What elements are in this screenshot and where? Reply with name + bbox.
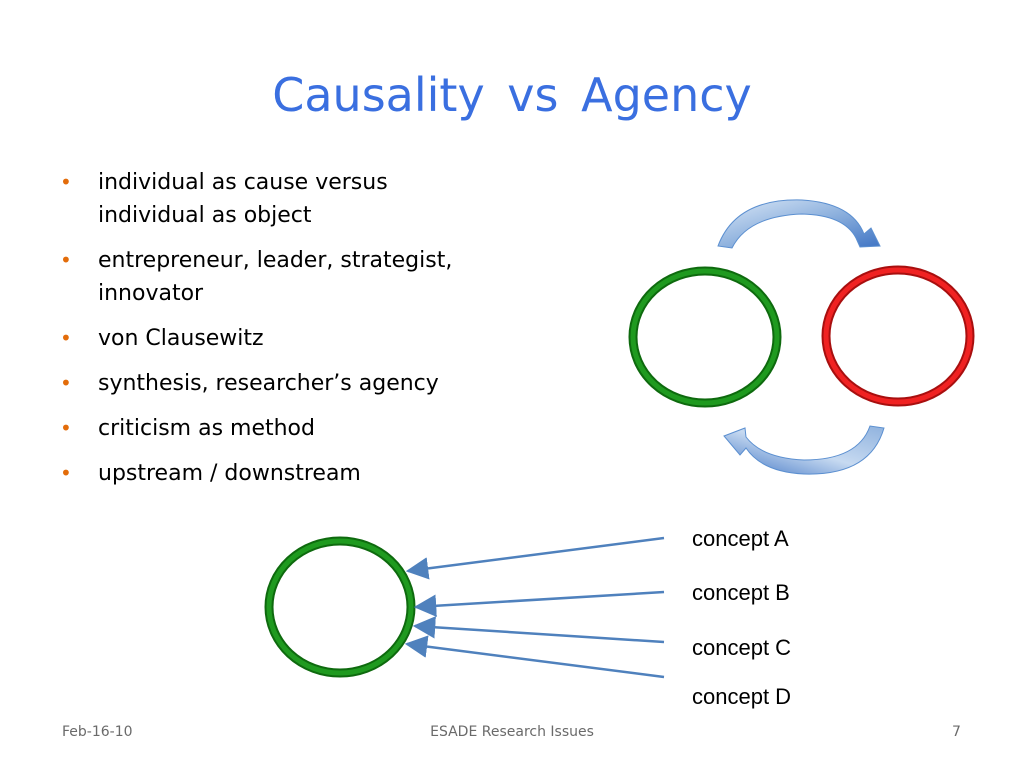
red-ring	[821, 265, 975, 407]
bullet-icon: •	[60, 461, 72, 485]
arrow-concept-a	[405, 536, 665, 580]
bullet-icon: •	[60, 326, 72, 350]
bullet-list: • individual as cause versus individual …	[60, 166, 480, 502]
curved-arrow-top	[717, 199, 881, 249]
bullet-icon: •	[60, 416, 72, 440]
green-ring-bottom	[264, 536, 416, 678]
arrow-concept-b	[413, 590, 665, 618]
bullet-text: entrepreneur, leader, strategist, innova…	[98, 248, 453, 306]
footer-page-number: 7	[952, 724, 961, 740]
green-ring-top	[628, 266, 782, 408]
bullet-text: criticism as method	[98, 416, 315, 441]
curved-arrow-bottom	[723, 425, 885, 475]
bullet-icon: •	[60, 371, 72, 395]
footer-date: Feb-16-10	[62, 724, 133, 740]
bullet-item: • criticism as method	[60, 412, 480, 445]
concept-label-c: concept C	[692, 635, 792, 660]
concept-label-b: concept B	[692, 580, 790, 605]
bullet-text: von Clausewitz	[98, 326, 264, 351]
bullet-text: upstream / downstream	[98, 461, 361, 486]
bullet-item: • synthesis, researcher’s agency	[60, 367, 480, 400]
bullet-text: individual as cause versus individual as…	[98, 170, 388, 228]
bullet-icon: •	[60, 170, 72, 194]
bullet-item: • individual as cause versus individual …	[60, 166, 480, 232]
bullet-text: synthesis, researcher’s agency	[98, 371, 439, 396]
arrow-concept-d	[404, 635, 665, 679]
bullet-item: • entrepreneur, leader, strategist, inno…	[60, 244, 480, 310]
concept-label-a: concept A	[692, 526, 789, 551]
arrow-concept-c	[412, 616, 665, 644]
bullet-item: • upstream / downstream	[60, 457, 480, 490]
footer-title: ESADE Research Issues	[430, 724, 594, 740]
bullet-icon: •	[60, 248, 72, 272]
concept-label-d: concept D	[692, 684, 792, 709]
slide-title: Causality vs Agency	[272, 68, 752, 122]
bullet-item: • von Clausewitz	[60, 322, 480, 355]
